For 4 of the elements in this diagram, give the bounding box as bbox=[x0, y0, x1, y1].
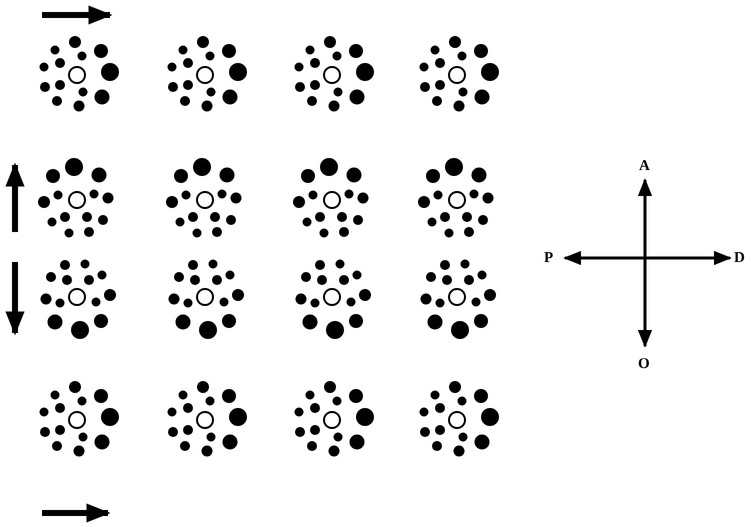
axis-label: A bbox=[639, 158, 650, 174]
axis-label: P bbox=[544, 250, 554, 266]
axis-label: D bbox=[734, 250, 745, 266]
axis-label: O bbox=[638, 356, 650, 372]
